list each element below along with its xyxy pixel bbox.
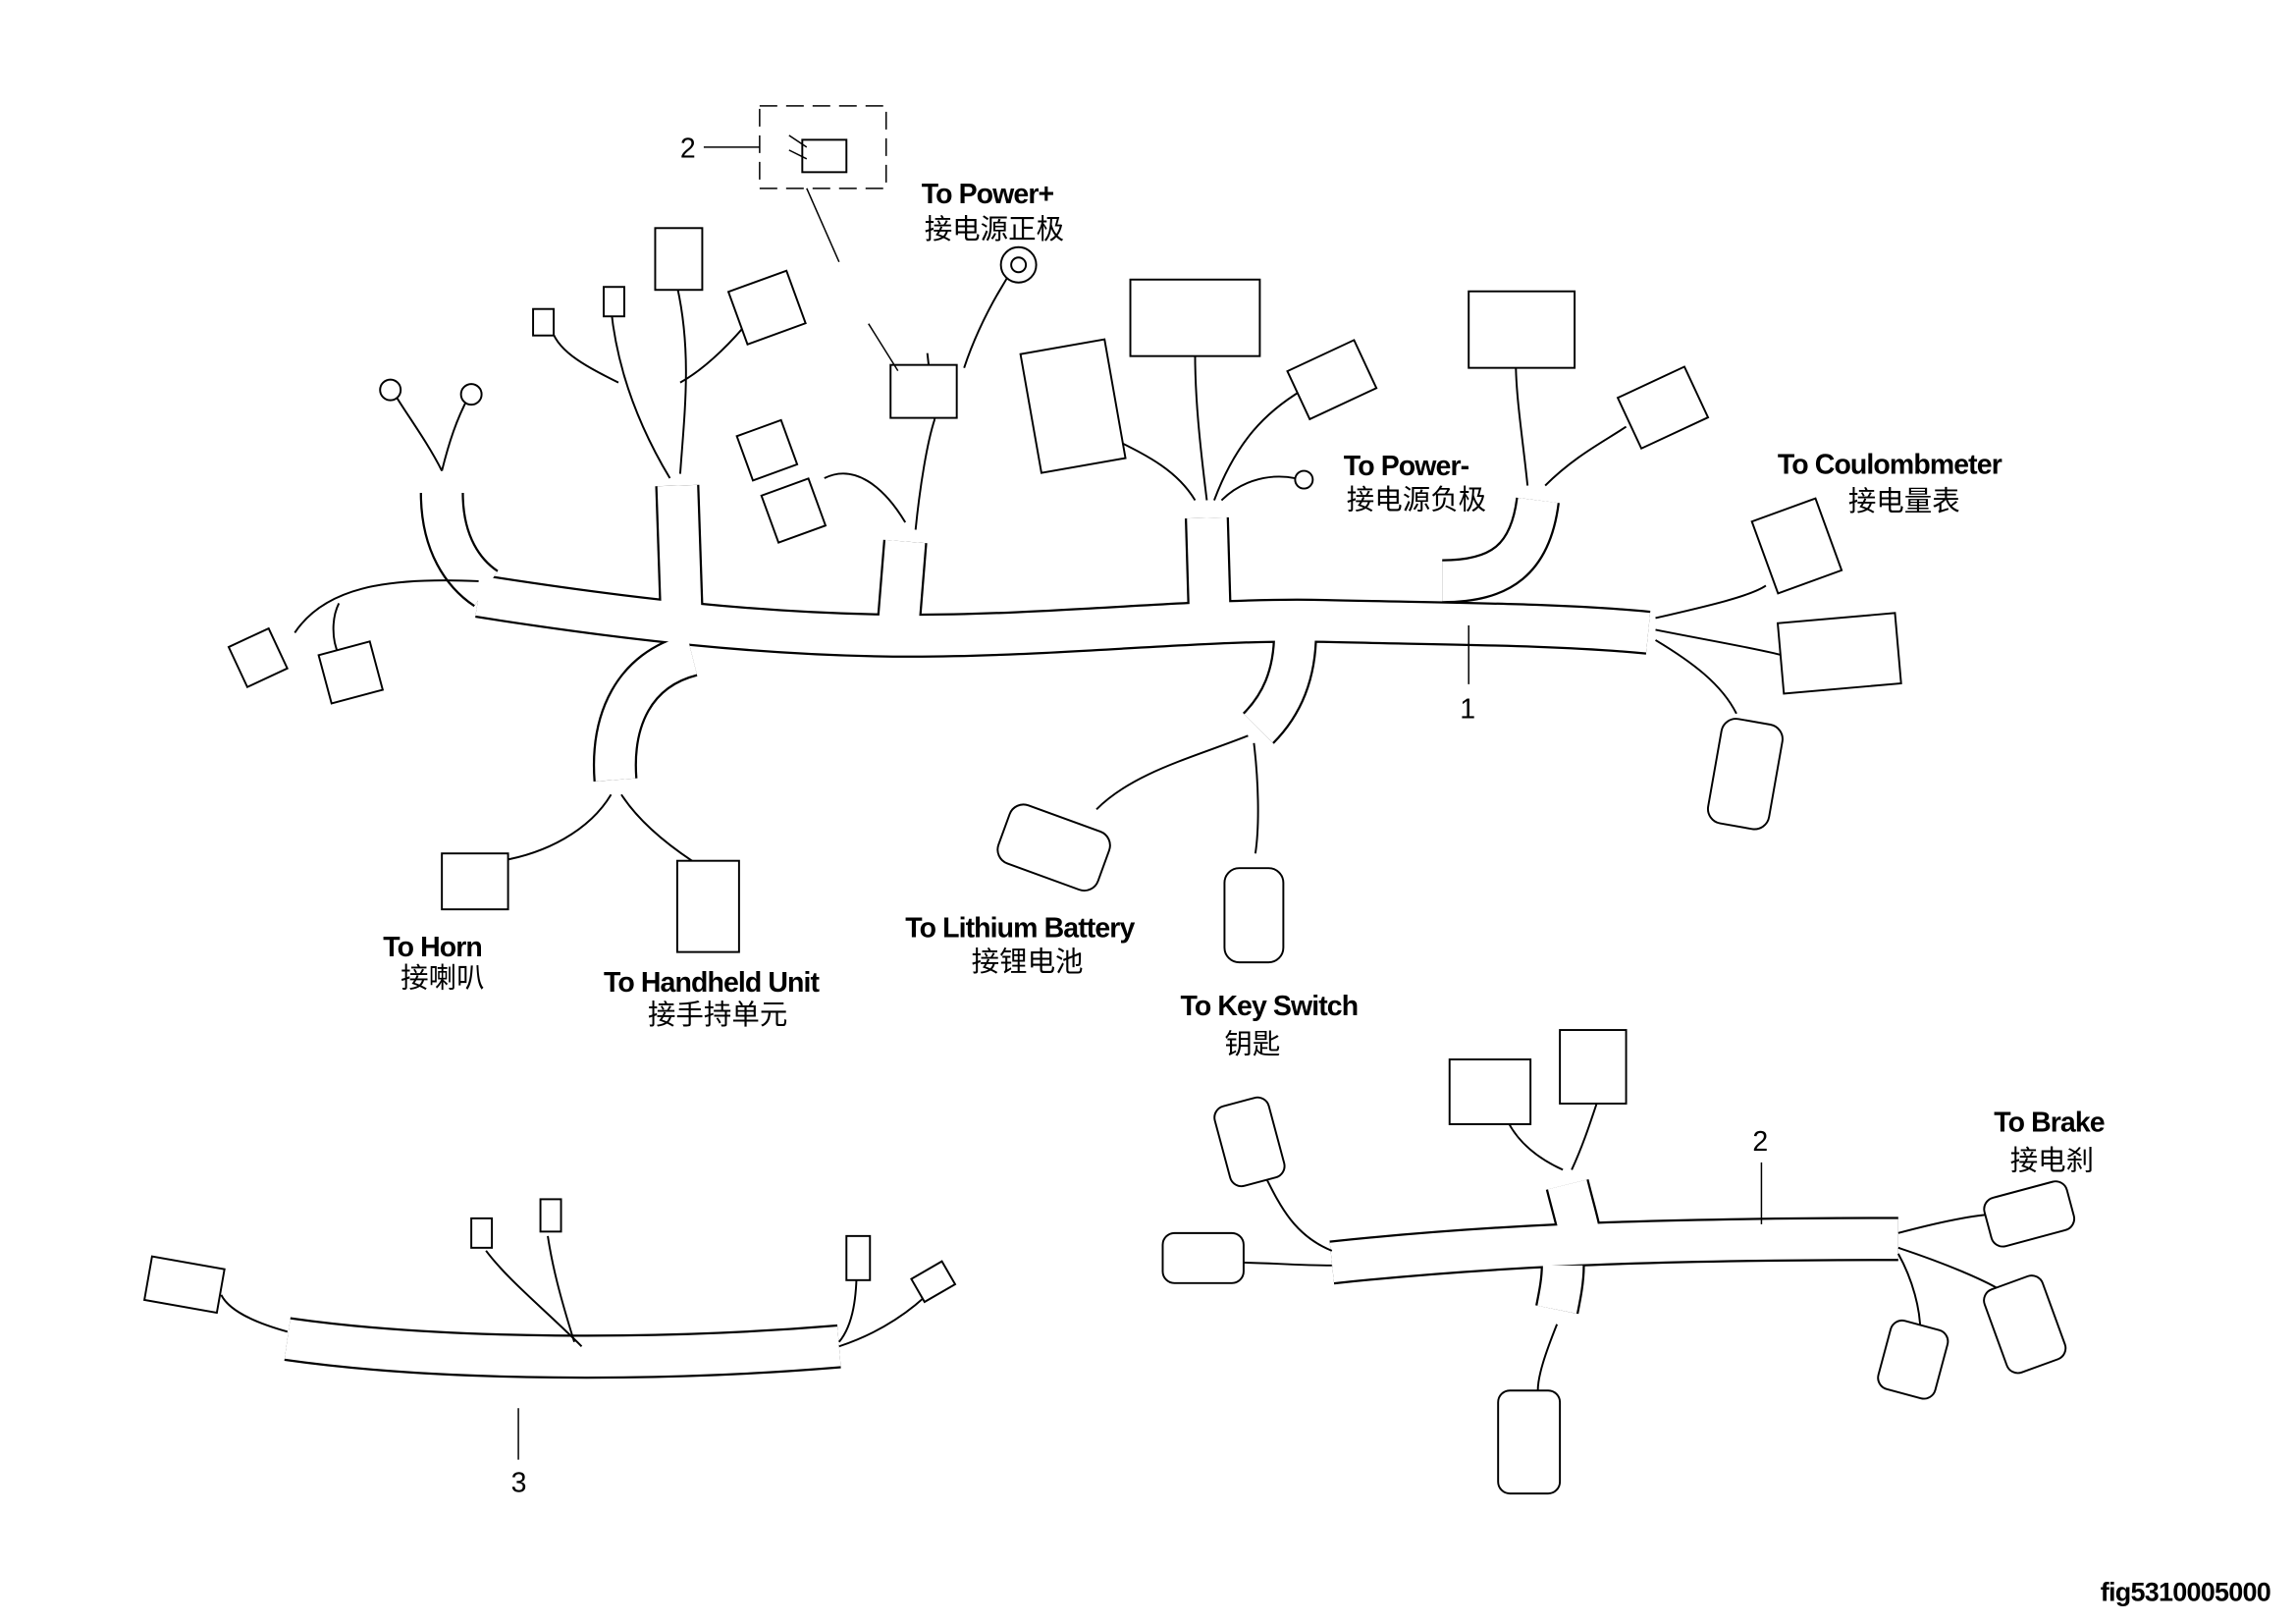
connector [910, 1260, 957, 1304]
connector [654, 227, 704, 292]
main-harness-1 [227, 105, 1902, 964]
label-en: To Power+ [922, 179, 1054, 210]
connector [1750, 497, 1843, 595]
connector [996, 803, 1111, 892]
label-to-coulombmeter: To Coulombmeter 接电量表 [1778, 450, 2003, 517]
connector [470, 1217, 494, 1249]
harness-2 [1161, 1029, 2076, 1495]
ring-terminal [379, 378, 402, 402]
ring-terminal [459, 383, 483, 406]
label-to-power-minus: To Power- 接电源负极 [1344, 451, 1486, 515]
label-en: To Brake [1994, 1107, 2105, 1138]
wires [294, 264, 1782, 862]
fuse-detail [703, 105, 899, 372]
connector [1616, 365, 1710, 451]
connector [1213, 1096, 1286, 1188]
label-to-brake: To Brake 接电刹 [1994, 1107, 2105, 1176]
callout-1: 1 [1460, 693, 1475, 725]
connector [1129, 278, 1261, 357]
label-to-handheld-unit: To Handheld Unit 接手持单元 [604, 967, 821, 1031]
label-zh: 接电量表 [1848, 486, 1960, 517]
label-to-lithium-battery: To Lithium Battery 接锂电池 [905, 913, 1136, 978]
label-en: To Power- [1344, 451, 1469, 482]
label-zh: 接电刹 [2010, 1145, 2094, 1176]
connector [142, 1255, 226, 1315]
label-zh: 接电源正极 [925, 214, 1064, 245]
harness-tubes [419, 484, 1651, 782]
label-zh: 接锂电池 [972, 947, 1084, 978]
callout-3: 3 [511, 1468, 527, 1499]
connector [1983, 1274, 2067, 1375]
label-zh: 接电源负极 [1347, 485, 1486, 516]
connector [1286, 339, 1378, 421]
callout-2-harness: 2 [1752, 1126, 1768, 1158]
connector [675, 859, 740, 953]
connectors [227, 227, 1902, 964]
figure-id: fig5310005000 [2101, 1578, 2270, 1607]
connector [1468, 290, 1576, 369]
connector [1497, 1389, 1562, 1495]
label-en: To Key Switch [1180, 991, 1358, 1022]
connector [1983, 1180, 2076, 1248]
ring-terminal [1294, 469, 1314, 490]
fuse-holder [889, 363, 958, 419]
connector [1877, 1319, 1949, 1400]
connector [1559, 1029, 1628, 1105]
label-zh: 接手持单元 [648, 1000, 787, 1031]
connector [735, 418, 799, 482]
label-to-power-plus: To Power+ 接电源正极 [922, 179, 1064, 245]
connector [317, 640, 385, 705]
connector [227, 626, 289, 689]
connector [1776, 612, 1902, 695]
label-en: To Coulombmeter [1778, 450, 2002, 481]
label-zh: 接喇叭 [400, 963, 484, 995]
label-zh: 钥匙 [1224, 1029, 1280, 1060]
connector [845, 1234, 872, 1281]
label-to-horn: To Horn 接喇叭 [383, 932, 484, 994]
harness-3 [142, 1198, 957, 1460]
connector [1706, 718, 1784, 831]
connector [539, 1198, 562, 1233]
label-en: To Lithium Battery [905, 913, 1135, 945]
connector [760, 477, 828, 544]
connector [1161, 1231, 1245, 1284]
connector [1223, 867, 1285, 964]
connector [1019, 338, 1127, 474]
connector [603, 286, 625, 318]
label-to-key-switch: To Key Switch 钥匙 [1180, 991, 1359, 1060]
connector [726, 269, 807, 346]
connector [1448, 1058, 1532, 1125]
callout-2-fuse: 2 [680, 133, 696, 164]
label-en: To Horn [383, 932, 482, 963]
label-en: To Handheld Unit [604, 967, 821, 999]
connector [532, 307, 556, 337]
connector [441, 852, 509, 911]
